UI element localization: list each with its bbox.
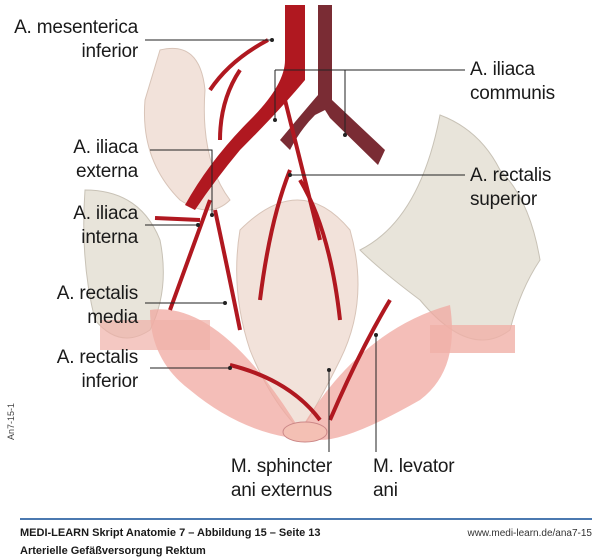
footer-subtitle: Arterielle Gefäßversorgung Rektum [20, 545, 206, 557]
anal-canal [282, 421, 328, 443]
ligament-right [430, 325, 515, 353]
label-line: media [87, 307, 138, 328]
sigmoid-colon [143, 47, 231, 211]
label-line: M. levator [373, 456, 455, 477]
footer-url[interactable]: www.medi-learn.de/ana7-15 [467, 528, 592, 539]
label-a-rectalis-media: A. rectalis media [0, 282, 138, 330]
label-line: ani externus [230, 480, 332, 501]
label-line: A. iliaca [73, 137, 138, 158]
aorta [185, 5, 305, 210]
label-line: interna [81, 227, 138, 248]
label-m-sphincter-ani-externus: M. sphincter ani externus [200, 455, 332, 503]
label-a-iliaca-externa: A. iliaca externa [0, 136, 138, 184]
ligament-left [100, 320, 210, 350]
label-a-rectalis-superior: A. rectalis superior [470, 164, 551, 212]
footer-title: MEDI-LEARN Skript Anatomie 7 – Abbildung… [20, 527, 321, 539]
label-line: communis [470, 83, 555, 104]
label-line: ani [373, 480, 398, 501]
label-line: externa [76, 161, 138, 182]
label-line: A. iliaca [73, 203, 138, 224]
label-line: M. sphincter [230, 456, 332, 477]
label-line: inferior [81, 41, 139, 62]
label-m-levator-ani: M. levator ani [373, 455, 455, 503]
label-line: inferior [81, 371, 139, 392]
label-a-mesenterica-inferior: A. mesenterica inferior [0, 16, 138, 64]
anatomy-illustration [83, 5, 541, 452]
label-line: superior [470, 189, 538, 210]
label-a-iliaca-interna: A. iliaca interna [0, 202, 138, 250]
label-line: A. iliaca [470, 59, 535, 80]
label-line: A. rectalis [56, 347, 138, 368]
label-line: A. rectalis [56, 283, 138, 304]
artery-branches [154, 38, 392, 422]
footer-rule [20, 518, 592, 520]
vein-iliaca [280, 5, 385, 165]
label-line: A. mesenterica [14, 17, 138, 38]
label-a-iliaca-communis: A. iliaca communis [470, 58, 555, 106]
label-a-rectalis-inferior: A. rectalis inferior [0, 346, 138, 394]
label-line: A. rectalis [470, 165, 552, 186]
figure-code: An7-15-1 [6, 402, 16, 440]
